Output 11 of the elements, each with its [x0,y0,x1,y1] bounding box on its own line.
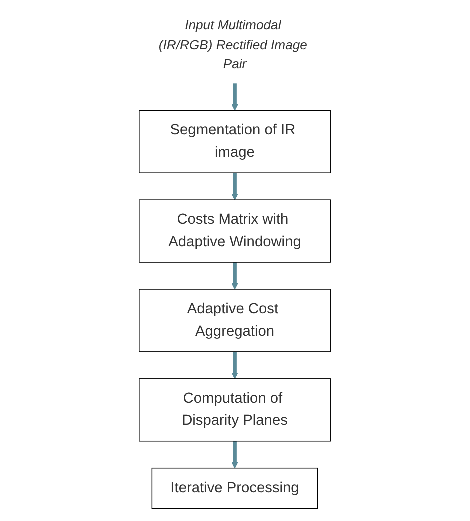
node-box: Segmentation of IR image [139,110,331,174]
node-box: Adaptive Cost Aggregation [139,289,331,352]
arrow [232,441,238,469]
node-box: Computation of Disparity Planes [139,378,331,442]
node-box: Costs Matrix with Adaptive Windowing [139,200,331,263]
arrow [232,262,238,290]
arrow [232,173,238,200]
node-box: Iterative Processing [152,468,318,510]
arrow [232,84,238,111]
node-text: Input Multimodal (IR/RGB) Rectified Image Pair [158,18,308,72]
arrow [232,352,238,380]
